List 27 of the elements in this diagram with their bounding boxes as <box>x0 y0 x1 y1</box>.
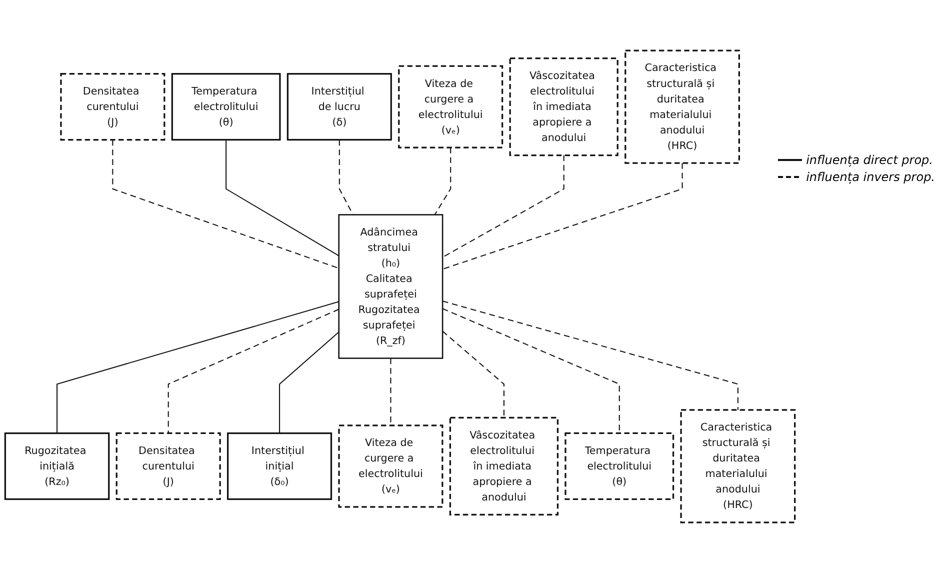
node-box: Viteza de curgere a electrolitului (vₑ) <box>338 424 444 508</box>
node-box: Caracteristica structurală și duritatea materialului anodului (HRC) <box>624 50 740 164</box>
connector <box>279 332 340 434</box>
node-box: Densitatea curentului (J) <box>116 432 221 500</box>
connector <box>442 300 738 410</box>
node-box: Vâscozitatea electrolitului în imediata apropiere a anodului <box>509 58 618 156</box>
connector <box>56 301 339 434</box>
node-box: Temperatura electrolitului (θ) <box>171 73 281 141</box>
legend-text: influența direct prop. <box>806 153 933 167</box>
node-box: Viteza de curgere a electrolitului (vₑ) <box>398 65 504 148</box>
legend-text: influența invers prop. <box>806 170 935 184</box>
node-box: Adâncimea stratului (h₀) Calitatea suprafeței Rugozitatea suprafeței (R_zf) <box>338 214 444 359</box>
connector <box>442 308 620 434</box>
connector <box>168 308 340 434</box>
node-box: Rugozitatea inițială (Rz₀) <box>4 432 110 500</box>
connector <box>226 140 340 256</box>
connector <box>434 148 452 216</box>
connector <box>442 330 504 418</box>
connector <box>112 140 340 269</box>
node-box: Densitatea curentului (J) <box>60 73 166 141</box>
node-box: Interstițiul de lucru (δ) <box>286 73 392 141</box>
connector <box>442 163 683 270</box>
node-box: Interstițiul inițial (δ₀) <box>227 432 332 500</box>
connector <box>442 155 564 258</box>
node-box: Caracteristica structurală și duritatea materialului anodului (HRC) <box>680 409 796 524</box>
node-box: Vâscozitatea electrolitului în imediata apropiere a anodului <box>449 416 559 516</box>
node-box: Temperatura electrolitului (θ) <box>564 432 674 500</box>
